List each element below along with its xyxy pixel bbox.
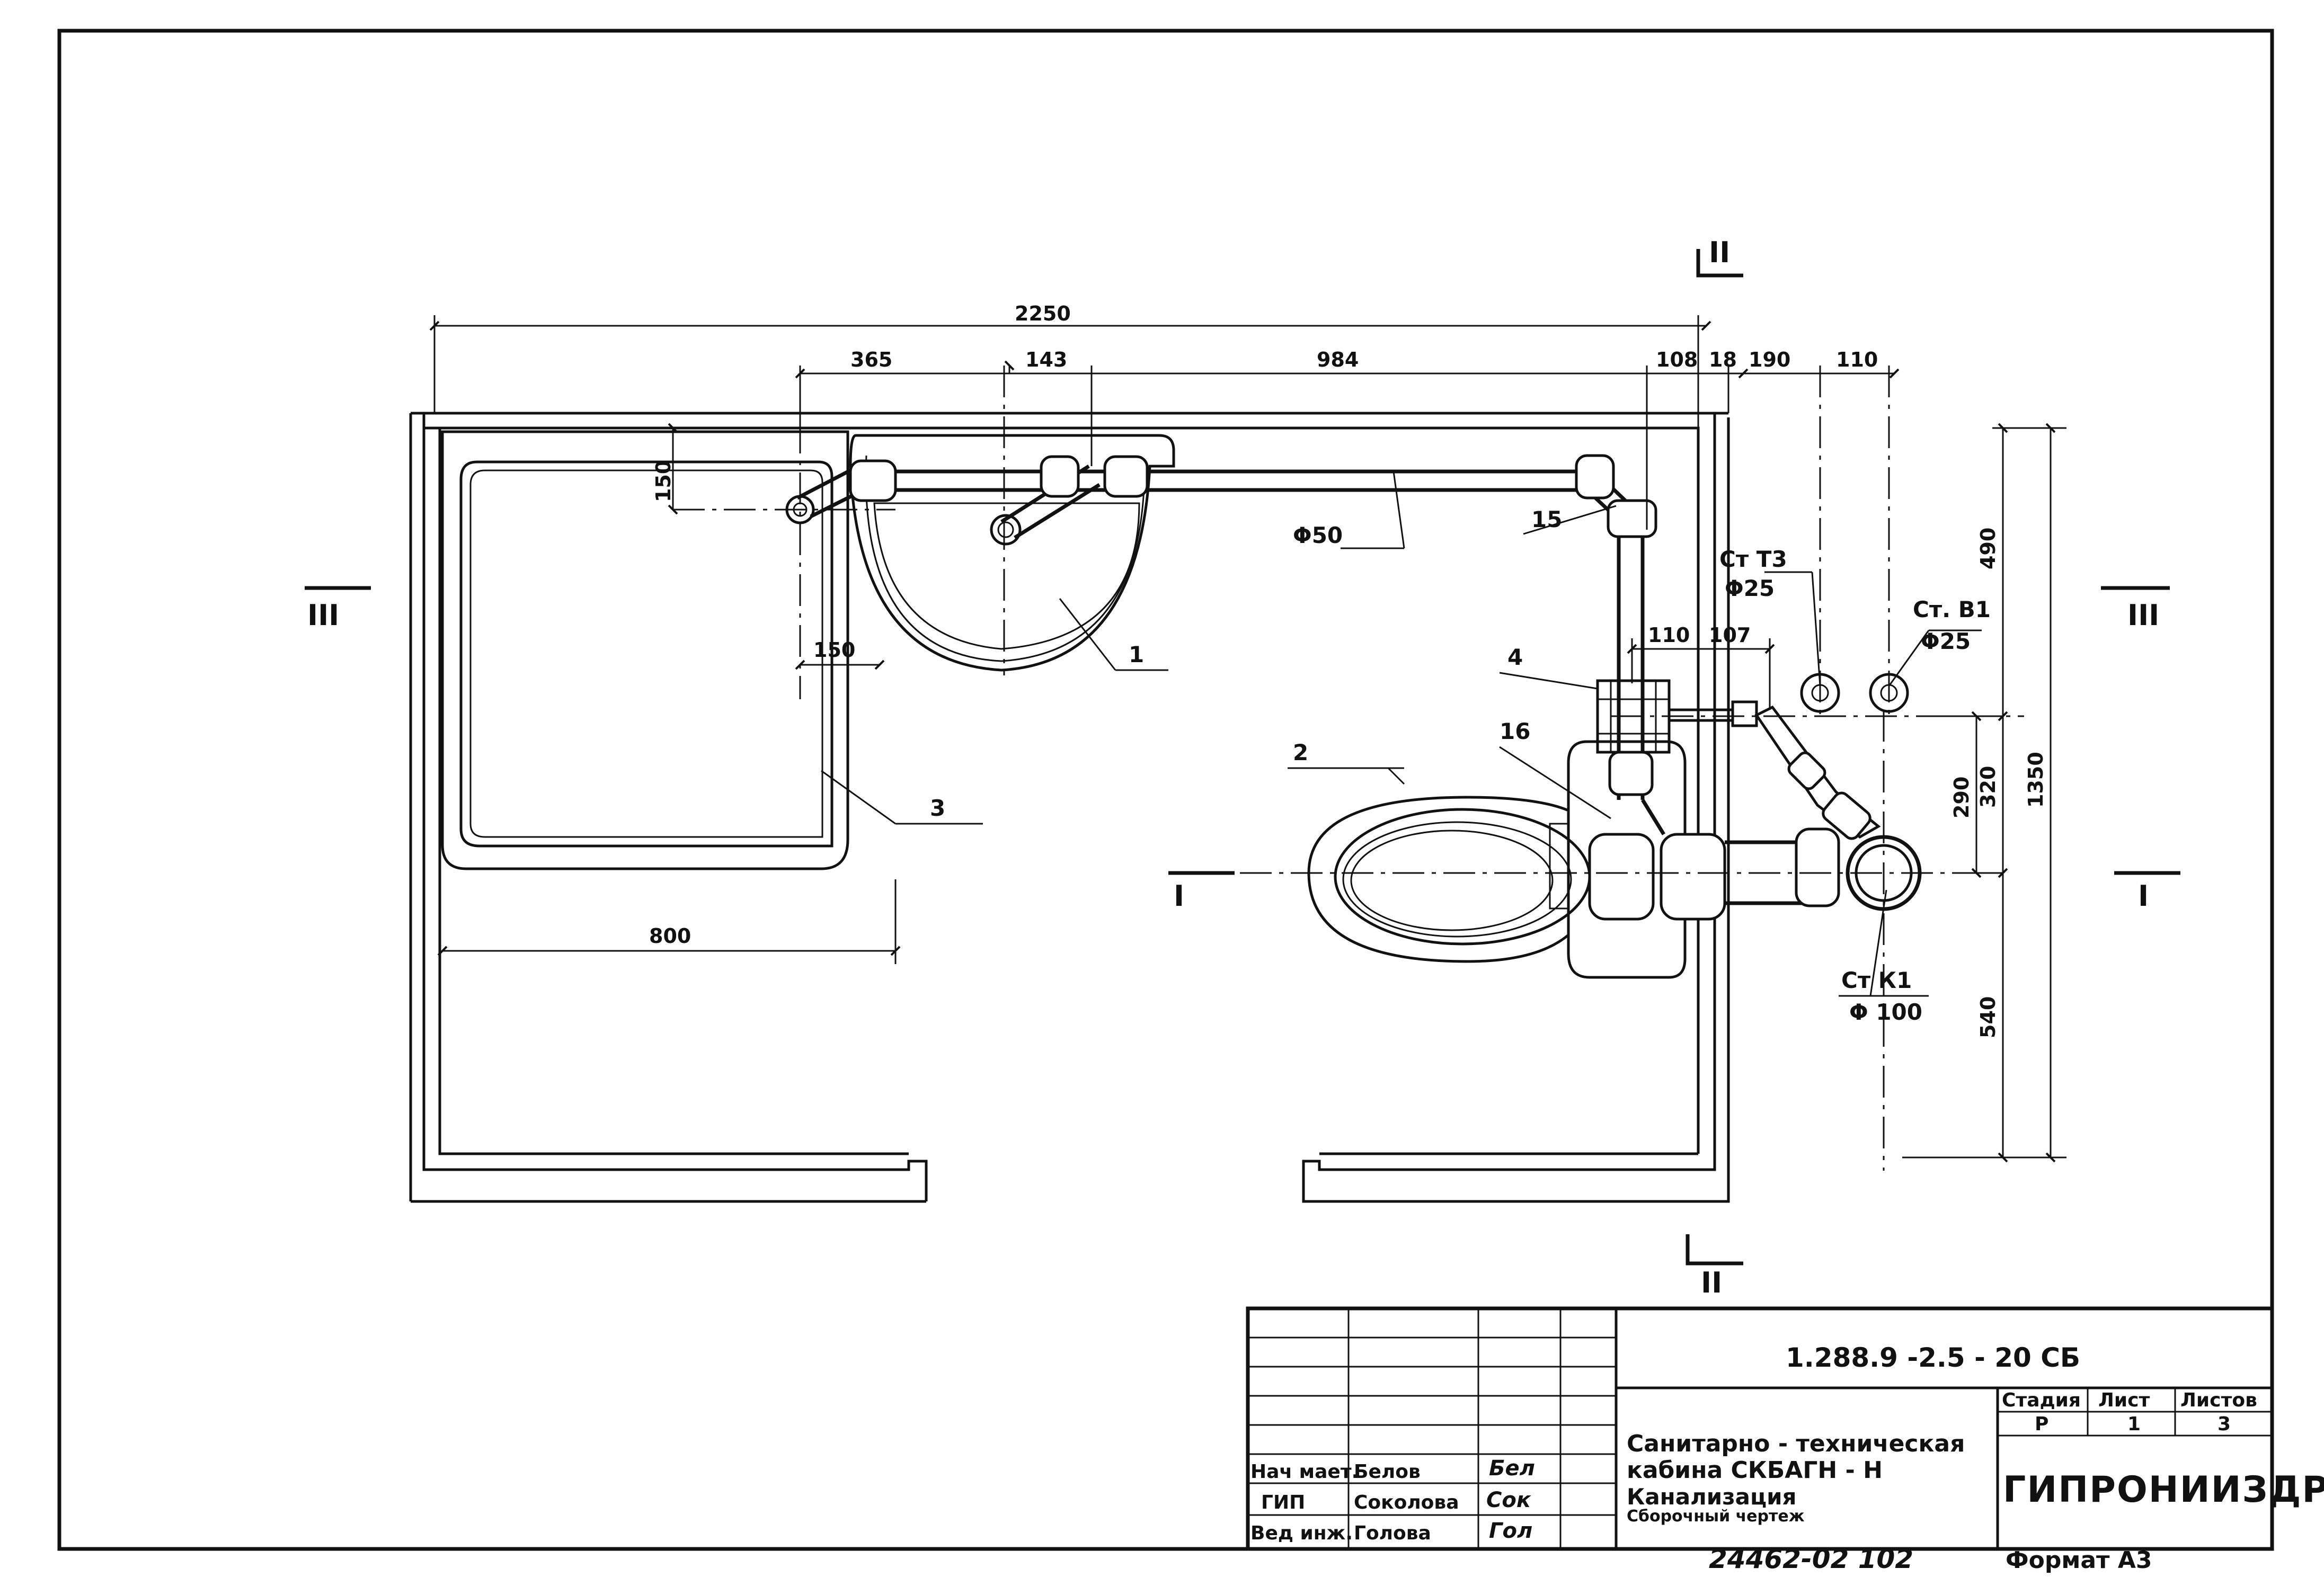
organization-name: ГИПРОНИИЗДРАВ [2003,1469,2324,1511]
dim-320: 320 [1976,766,2000,808]
dimension-lines [429,315,2066,1163]
name-1: Белов [1354,1461,1421,1483]
callout-riser-k1-dia: Φ 100 [1849,999,1922,1025]
dim-108: 108 [1656,348,1698,371]
sheet-header: Лист [2098,1389,2150,1411]
dim-984: 984 [1317,348,1359,371]
title-line-4: Сборочный чертеж [1627,1507,1805,1526]
section-label-i-right: I [2138,879,2149,913]
callout-riser-b1-dia: Φ25 [1921,628,1971,654]
drain-pipe-f50 [785,454,1657,800]
dim-490: 490 [1976,528,2000,569]
name-2: Соколова [1354,1492,1459,1513]
role-3: Вед инж. [1250,1522,1353,1544]
dim-2250: 2250 [1015,302,1071,325]
dim-110-mid: 110 [1648,623,1690,647]
dim-150-horizontal: 150 [813,638,855,662]
section-label-iii-left: III [307,599,339,632]
callout-f50: Φ50 [1293,522,1343,548]
dim-150-vertical: 150 [652,460,675,502]
callout-riser-t3-dia: Φ25 [1725,575,1775,601]
dim-143: 143 [1025,348,1067,371]
dim-540: 540 [1976,996,2000,1038]
stage-header: Стадия [2002,1389,2081,1411]
role-1: Нач мает. [1250,1461,1359,1483]
role-2: ГИП [1261,1492,1305,1513]
sheet-frame [57,29,2274,1551]
callout-15: 15 [1531,506,1562,532]
callout-16: 16 [1500,718,1530,744]
callout-2: 2 [1293,739,1308,765]
callout-riser-t3: Ст Т3 [1719,546,1787,572]
stage-value: Р [2035,1413,2048,1435]
shower-tray [441,430,849,870]
title-line-3: Канализация [1627,1484,1797,1510]
leader-lines [821,471,1982,997]
dim-1350: 1350 [2024,752,2047,808]
section-label-iii-right: III [2127,599,2159,632]
title-line-1: Санитарно - техническая [1627,1430,1965,1457]
sheets-value: 3 [2217,1413,2231,1435]
dim-800: 800 [649,924,691,948]
section-label-ii-bottom: II [1701,1266,1722,1299]
sheet-value: 1 [2127,1413,2141,1435]
callout-1: 1 [1129,641,1144,667]
signature-1: Бел [1489,1456,1535,1481]
dim-190: 190 [1749,348,1790,371]
format-label: Формат А3 [2006,1547,2152,1574]
callout-riser-k1: Ст К1 [1841,967,1912,993]
dim-290: 290 [1950,777,1973,818]
dim-110-top: 110 [1836,348,1878,371]
callout-4: 4 [1507,644,1523,670]
title-block [1246,1306,2274,1551]
dim-107: 107 [1709,623,1751,647]
dim-365: 365 [850,348,892,371]
callout-3: 3 [930,795,945,821]
section-marks [305,249,2180,1266]
sheet-number: 24462-02 102 [1709,1544,1913,1574]
doc-code: 1.288.9 -2.5 - 20 СБ [1786,1342,2080,1373]
signature-3: Гол [1489,1519,1532,1543]
callout-riser-b1: Ст. В1 [1913,596,1991,622]
sheets-header: Листов [2180,1389,2257,1411]
name-3: Голова [1354,1522,1431,1544]
signature-2: Сок [1486,1488,1531,1512]
section-label-i-left: I [1174,879,1184,913]
section-label-ii-top: II [1709,236,1730,269]
dim-18: 18 [1709,348,1737,371]
title-line-2: кабина СКБАГН - Н [1627,1457,1883,1484]
